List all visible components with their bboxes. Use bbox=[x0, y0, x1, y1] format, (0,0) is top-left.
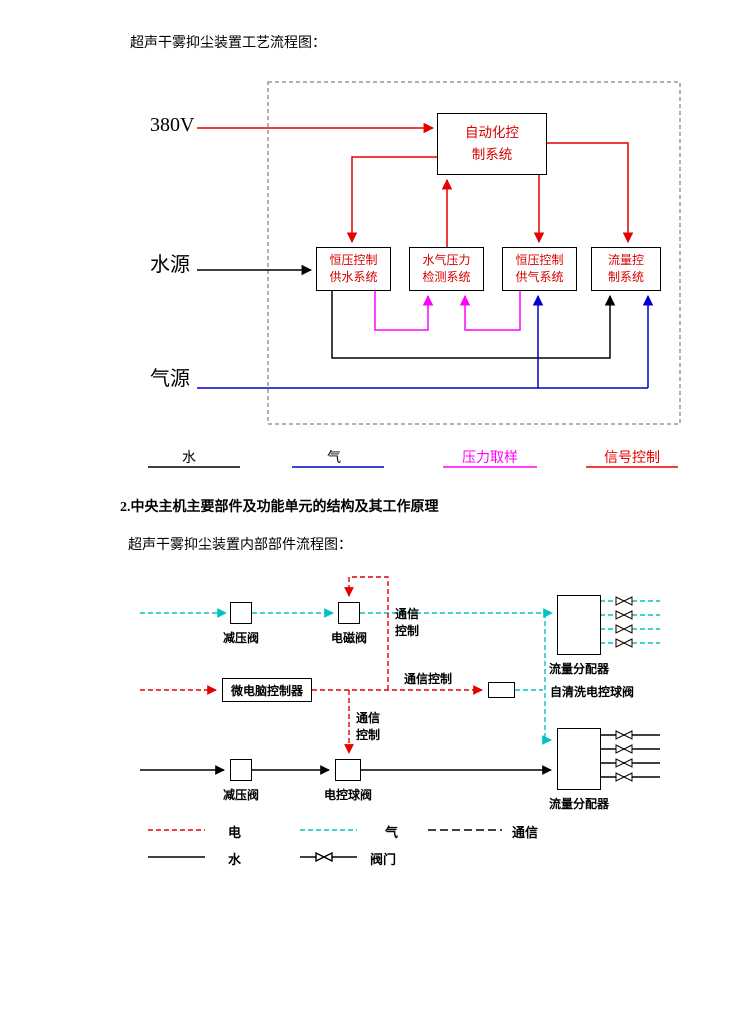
self-clean-valve-box bbox=[488, 682, 515, 698]
microcomputer-controller-box: 微电脑控制器 bbox=[222, 678, 312, 702]
comm-control-mid-label: 通信控制 bbox=[404, 672, 453, 686]
legend-valve-symbol bbox=[315, 851, 333, 863]
solenoid-valve-box bbox=[338, 602, 360, 624]
flow-distributor-top-box bbox=[557, 595, 601, 655]
legend2-water-label: 水 bbox=[228, 852, 242, 867]
legend1-gas-label: 气 bbox=[327, 451, 341, 466]
legend1-pressure-sampling-label: 压力取样 bbox=[462, 451, 518, 466]
pressure-sampling-lines bbox=[374, 291, 521, 331]
diagram2-lines-canvas bbox=[140, 576, 660, 863]
legend2-electric-label: 电 bbox=[228, 825, 242, 840]
legend1-water-label: 水 bbox=[182, 451, 196, 466]
legend2-valve-label: 阀门 bbox=[370, 852, 397, 867]
solenoid-valve-label: 电磁阀 bbox=[330, 631, 367, 645]
gas-lines bbox=[197, 294, 654, 389]
electric-comm-lines bbox=[140, 576, 483, 754]
electric-ball-valve-label: 电控球阀 bbox=[323, 788, 372, 802]
water-source-label: 水源 bbox=[150, 254, 190, 276]
diagram2-legend-lines bbox=[148, 829, 502, 863]
electric-ball-valve-box bbox=[335, 759, 361, 781]
reducer-valve-top-label: 减压阀 bbox=[222, 631, 259, 645]
gas-lines-2 bbox=[140, 600, 660, 745]
title-process-flow: 超声干雾抑尘装置工艺流程图： bbox=[130, 36, 326, 51]
flow-distributor-top-label: 流量分配器 bbox=[548, 662, 609, 676]
section2-heading: 2.中央主机主要部件及功能单元的结构及其工作原理 bbox=[120, 500, 439, 515]
comm-control-bottom-label: 通信控制 bbox=[356, 711, 381, 742]
reducer-valve-bottom-box bbox=[230, 759, 252, 781]
reducer-valve-top-box bbox=[230, 602, 252, 624]
water-supply-system-box: 恒压控制 供水系统 bbox=[316, 247, 391, 291]
reducer-valve-bottom-label: 减压阀 bbox=[222, 788, 259, 802]
flow-distributor-bottom-box bbox=[557, 728, 601, 790]
power-380v-label: 380V bbox=[150, 114, 195, 136]
pressure-detect-system-box: 水气压力 检测系统 bbox=[409, 247, 484, 291]
flow-control-system-box: 流量控 制系统 bbox=[591, 247, 661, 291]
legend2-gas-label: 气 bbox=[385, 825, 399, 840]
diagram1-lines-canvas bbox=[148, 81, 681, 468]
auto-control-system-box: 自动化控 制系统 bbox=[437, 113, 547, 175]
gas-source-label: 气源 bbox=[150, 368, 190, 390]
gas-supply-system-box: 恒压控制 供气系统 bbox=[502, 247, 577, 291]
self-clean-valve-label: 自清洗电控球阀 bbox=[550, 685, 635, 699]
diagram1-dashed-border bbox=[267, 81, 681, 425]
legend2-comm-label: 通信 bbox=[512, 825, 539, 840]
signal-control-lines bbox=[197, 122, 634, 247]
comm-control-top-label: 通信控制 bbox=[395, 607, 420, 638]
title-internal-flow: 超声干雾抑尘装置内部部件流程图： bbox=[128, 538, 352, 553]
water-lines bbox=[197, 264, 616, 359]
valve-symbols bbox=[615, 596, 633, 782]
flow-distributor-bottom-label: 流量分配器 bbox=[548, 797, 609, 811]
legend1-signal-control-label: 信号控制 bbox=[604, 451, 660, 466]
